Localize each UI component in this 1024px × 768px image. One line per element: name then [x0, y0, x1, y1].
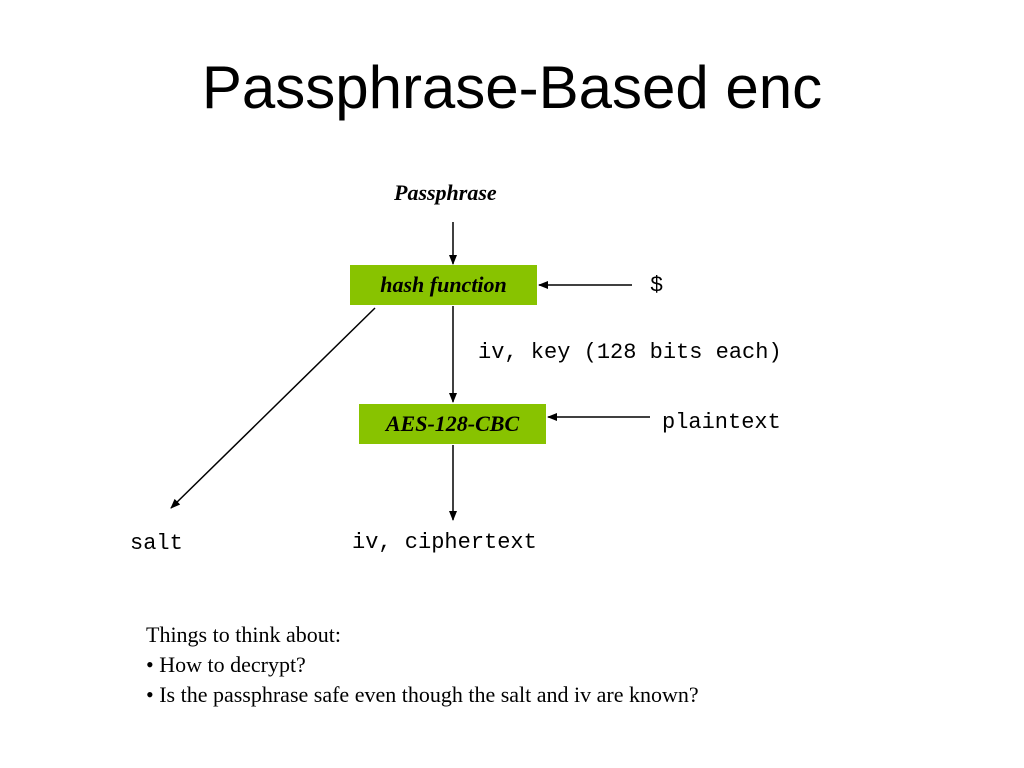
aes-label: AES-128-CBC [385, 411, 520, 436]
passphrase-label: Passphrase [394, 180, 497, 205]
salt-label: salt [130, 531, 183, 556]
slide-title: Passphrase-Based enc [201, 54, 823, 121]
plaintext-label: plaintext [662, 410, 781, 435]
hash-function-box: hash function [350, 265, 537, 305]
iv-ciphertext-label: iv, ciphertext [352, 530, 537, 555]
aes-box: AES-128-CBC [359, 404, 546, 444]
arrow-hash-to-salt [170, 307, 376, 509]
notes-item: • How to decrypt? [146, 652, 306, 677]
iv-key-label: iv, key (128 bits each) [478, 340, 782, 365]
notes-item: • Is the passphrase safe even though the… [146, 682, 699, 707]
salt-source-label: $ [650, 273, 664, 298]
notes-heading: Things to think about: [146, 622, 341, 647]
hash-function-label: hash function [380, 272, 507, 297]
notes-block: Things to think about: • How to decrypt?… [146, 620, 699, 710]
